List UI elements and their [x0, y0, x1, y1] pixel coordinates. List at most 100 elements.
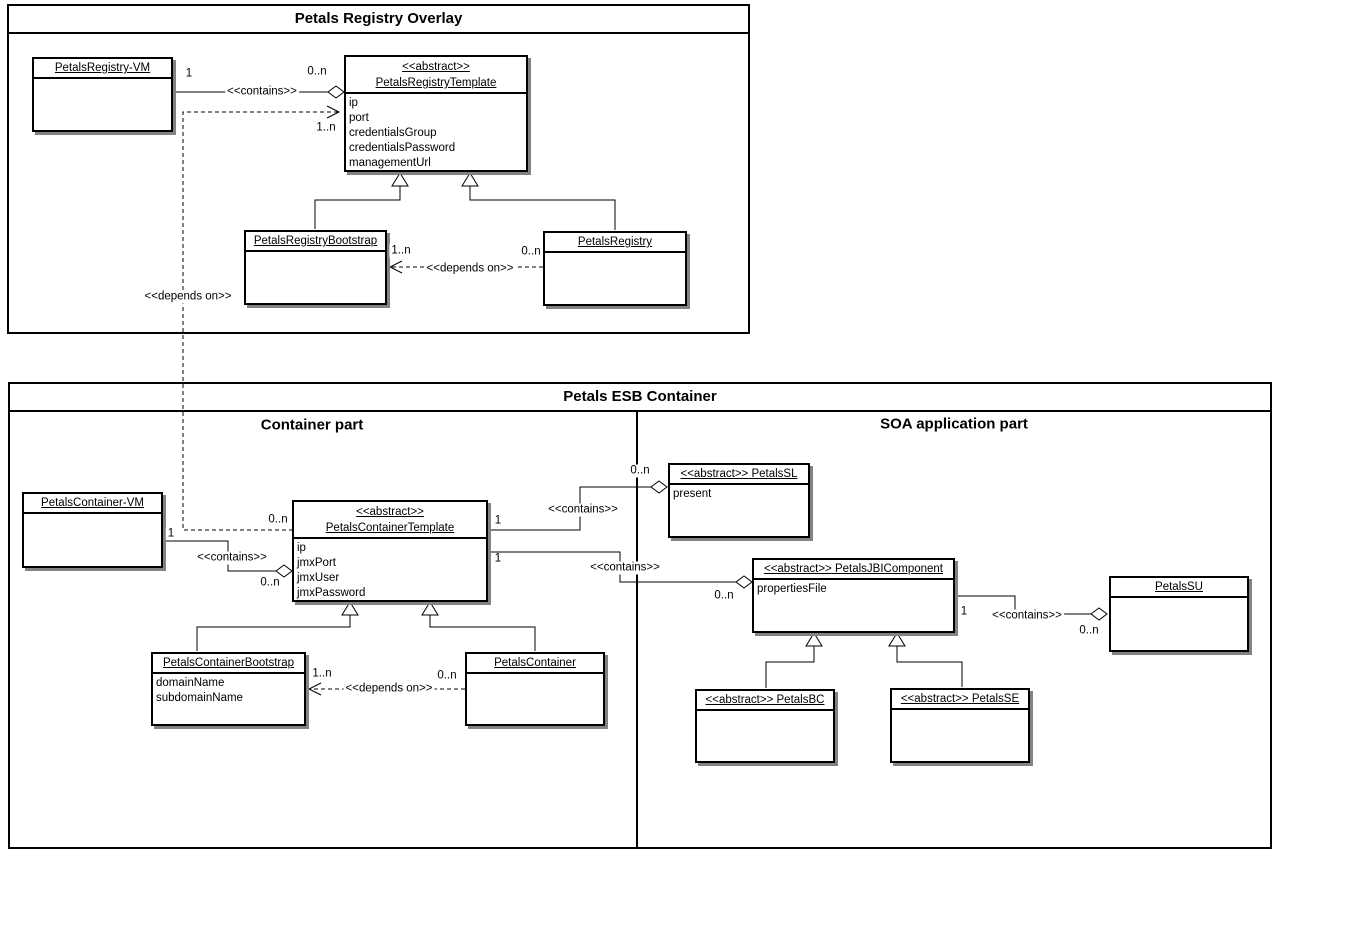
- attribute: jmxPassword: [297, 587, 366, 599]
- multiplicity-1: 1: [165, 527, 177, 541]
- attribute: jmxPort: [297, 557, 336, 569]
- class-name: PetalsContainer-VM: [41, 497, 144, 509]
- open-arrowhead-icon: [390, 261, 402, 273]
- class-petalsregistry: PetalsRegistry: [543, 231, 687, 306]
- aggregation-diamond-icon: [276, 565, 292, 577]
- attribute: credentialsPassword: [349, 142, 456, 154]
- class-name: PetalsContainerBootstrap: [162, 657, 295, 669]
- class-petalscontainerbootstrap: PetalsContainerBootstrap domainName subd…: [151, 652, 306, 726]
- class-stereotype: <<abstract>>: [402, 61, 470, 73]
- attribute-list: propertiesFile: [754, 580, 953, 597]
- class-petalscontainer: PetalsContainer: [465, 652, 605, 726]
- multiplicity-0n: 0..n: [266, 513, 290, 527]
- attribute-list: domainName subdomainName: [153, 674, 304, 706]
- class-name: PetalsSE: [971, 693, 1020, 705]
- depends-on-label: <<depends on>>: [142, 290, 234, 304]
- open-arrowhead-icon: [327, 106, 339, 118]
- multiplicity-0n: 0..n: [519, 245, 543, 259]
- generalization-edge-containerbootstrap-containertemplate: [197, 602, 358, 651]
- contains-label: <<contains>>: [195, 551, 269, 565]
- class-name: PetalsRegistry: [577, 236, 653, 248]
- contains-label: <<contains>>: [588, 561, 662, 575]
- frame-title-registry-overlay: Petals Registry Overlay: [9, 6, 748, 34]
- class-stereotype: <<abstract>>: [763, 563, 832, 575]
- class-name: PetalsJBIComponent: [834, 563, 944, 575]
- class-name: PetalsContainerTemplate: [325, 522, 455, 534]
- generalization-edge-petalsse-jbicomponent: [889, 633, 962, 687]
- multiplicity-1: 1: [492, 514, 504, 528]
- multiplicity-1n: 1..n: [314, 121, 338, 135]
- generalization-triangle-icon: [342, 602, 358, 615]
- soa-application-part-title: SOA application part: [880, 415, 1028, 433]
- contains-label: <<contains>>: [990, 609, 1064, 623]
- multiplicity-1n: 1..n: [389, 244, 413, 258]
- class-name: PetalsRegistry-VM: [54, 62, 151, 74]
- attribute: present: [673, 488, 712, 500]
- multiplicity-1n: 1..n: [310, 667, 334, 681]
- multiplicity-0n: 0..n: [712, 589, 736, 603]
- class-stereotype: <<abstract>>: [705, 694, 774, 706]
- class-petalscontainer-vm: PetalsContainer-VM: [22, 492, 163, 568]
- open-arrowhead-icon: [309, 683, 321, 695]
- class-petalscontainertemplate: <<abstract>> PetalsContainerTemplate ip …: [292, 500, 488, 602]
- class-petalsregistrytemplate: <<abstract>> PetalsRegistryTemplate ip p…: [344, 55, 528, 172]
- attribute: credentialsGroup: [349, 127, 437, 139]
- generalization-triangle-icon: [889, 633, 905, 646]
- container-part-title: Container part: [260, 416, 364, 434]
- generalization-triangle-icon: [392, 173, 408, 186]
- class-petalssl: <<abstract>> PetalsSL present: [668, 463, 810, 538]
- class-name: PetalsSU: [1155, 581, 1203, 593]
- multiplicity-1: 1: [492, 552, 504, 566]
- frame-petals-registry-overlay: Petals Registry Overlay: [7, 4, 750, 334]
- generalization-edge-registry-registrytemplate: [462, 173, 615, 230]
- aggregation-diamond-icon: [736, 576, 752, 588]
- attribute: subdomainName: [156, 692, 243, 704]
- multiplicity-0n: 0..n: [305, 65, 329, 79]
- class-petalsregistry-vm: PetalsRegistry-VM: [32, 57, 173, 132]
- attribute: jmxUser: [297, 572, 340, 584]
- generalization-triangle-icon: [462, 173, 478, 186]
- depends-edge-registry-registrybootstrap: [390, 261, 543, 273]
- aggregation-diamond-icon: [328, 86, 344, 98]
- attribute-list: present: [670, 485, 808, 502]
- class-name: PetalsRegistryBootstrap: [253, 235, 378, 247]
- generalization-edge-registrybootstrap-registrytemplate: [315, 173, 408, 229]
- generalization-triangle-icon: [422, 602, 438, 615]
- depends-on-label: <<depends on>>: [424, 262, 516, 276]
- class-stereotype: <<abstract>>: [356, 506, 424, 518]
- attribute: propertiesFile: [757, 583, 827, 595]
- multiplicity-0n: 0..n: [628, 464, 652, 478]
- frame-petals-esb-container: Petals ESB Container: [8, 382, 1272, 849]
- class-stereotype: <<abstract>>: [900, 693, 969, 705]
- contains-label: <<contains>>: [546, 503, 620, 517]
- class-name: PetalsBC: [776, 694, 825, 706]
- class-petalssu: PetalsSU: [1109, 576, 1249, 652]
- multiplicity-0n: 0..n: [435, 669, 459, 683]
- class-name: PetalsContainer: [494, 657, 576, 669]
- attribute: ip: [349, 97, 358, 109]
- contains-label: <<contains>>: [225, 85, 299, 99]
- depends-on-label: <<depends on>>: [343, 682, 435, 696]
- class-name: PetalsSL: [751, 468, 798, 480]
- class-petalsbc: <<abstract>> PetalsBC: [695, 689, 835, 763]
- multiplicity-1: 1: [183, 67, 195, 81]
- aggregation-diamond-icon: [1091, 608, 1107, 620]
- class-petalsregistrybootstrap: PetalsRegistryBootstrap: [244, 230, 387, 305]
- attribute-list: ip port credentialsGroup credentialsPass…: [346, 94, 526, 171]
- depends-edge-containertemplate-registrytemplate: [183, 106, 339, 530]
- esb-frame-divider: [636, 410, 638, 849]
- class-petalsse: <<abstract>> PetalsSE: [890, 688, 1030, 763]
- attribute-list: ip jmxPort jmxUser jmxPassword: [294, 539, 486, 601]
- attribute: ip: [297, 542, 306, 554]
- generalization-triangle-icon: [806, 633, 822, 646]
- multiplicity-1: 1: [958, 605, 970, 619]
- class-stereotype: <<abstract>>: [680, 468, 749, 480]
- generalization-edge-petalsbc-jbicomponent: [766, 633, 822, 688]
- multiplicity-0n: 0..n: [258, 576, 282, 590]
- frame-title-esb-container: Petals ESB Container: [10, 384, 1270, 412]
- multiplicity-0n: 0..n: [1077, 624, 1101, 638]
- attribute: port: [349, 112, 369, 124]
- attribute: managementUrl: [349, 157, 431, 169]
- generalization-edge-container-containertemplate: [422, 602, 535, 651]
